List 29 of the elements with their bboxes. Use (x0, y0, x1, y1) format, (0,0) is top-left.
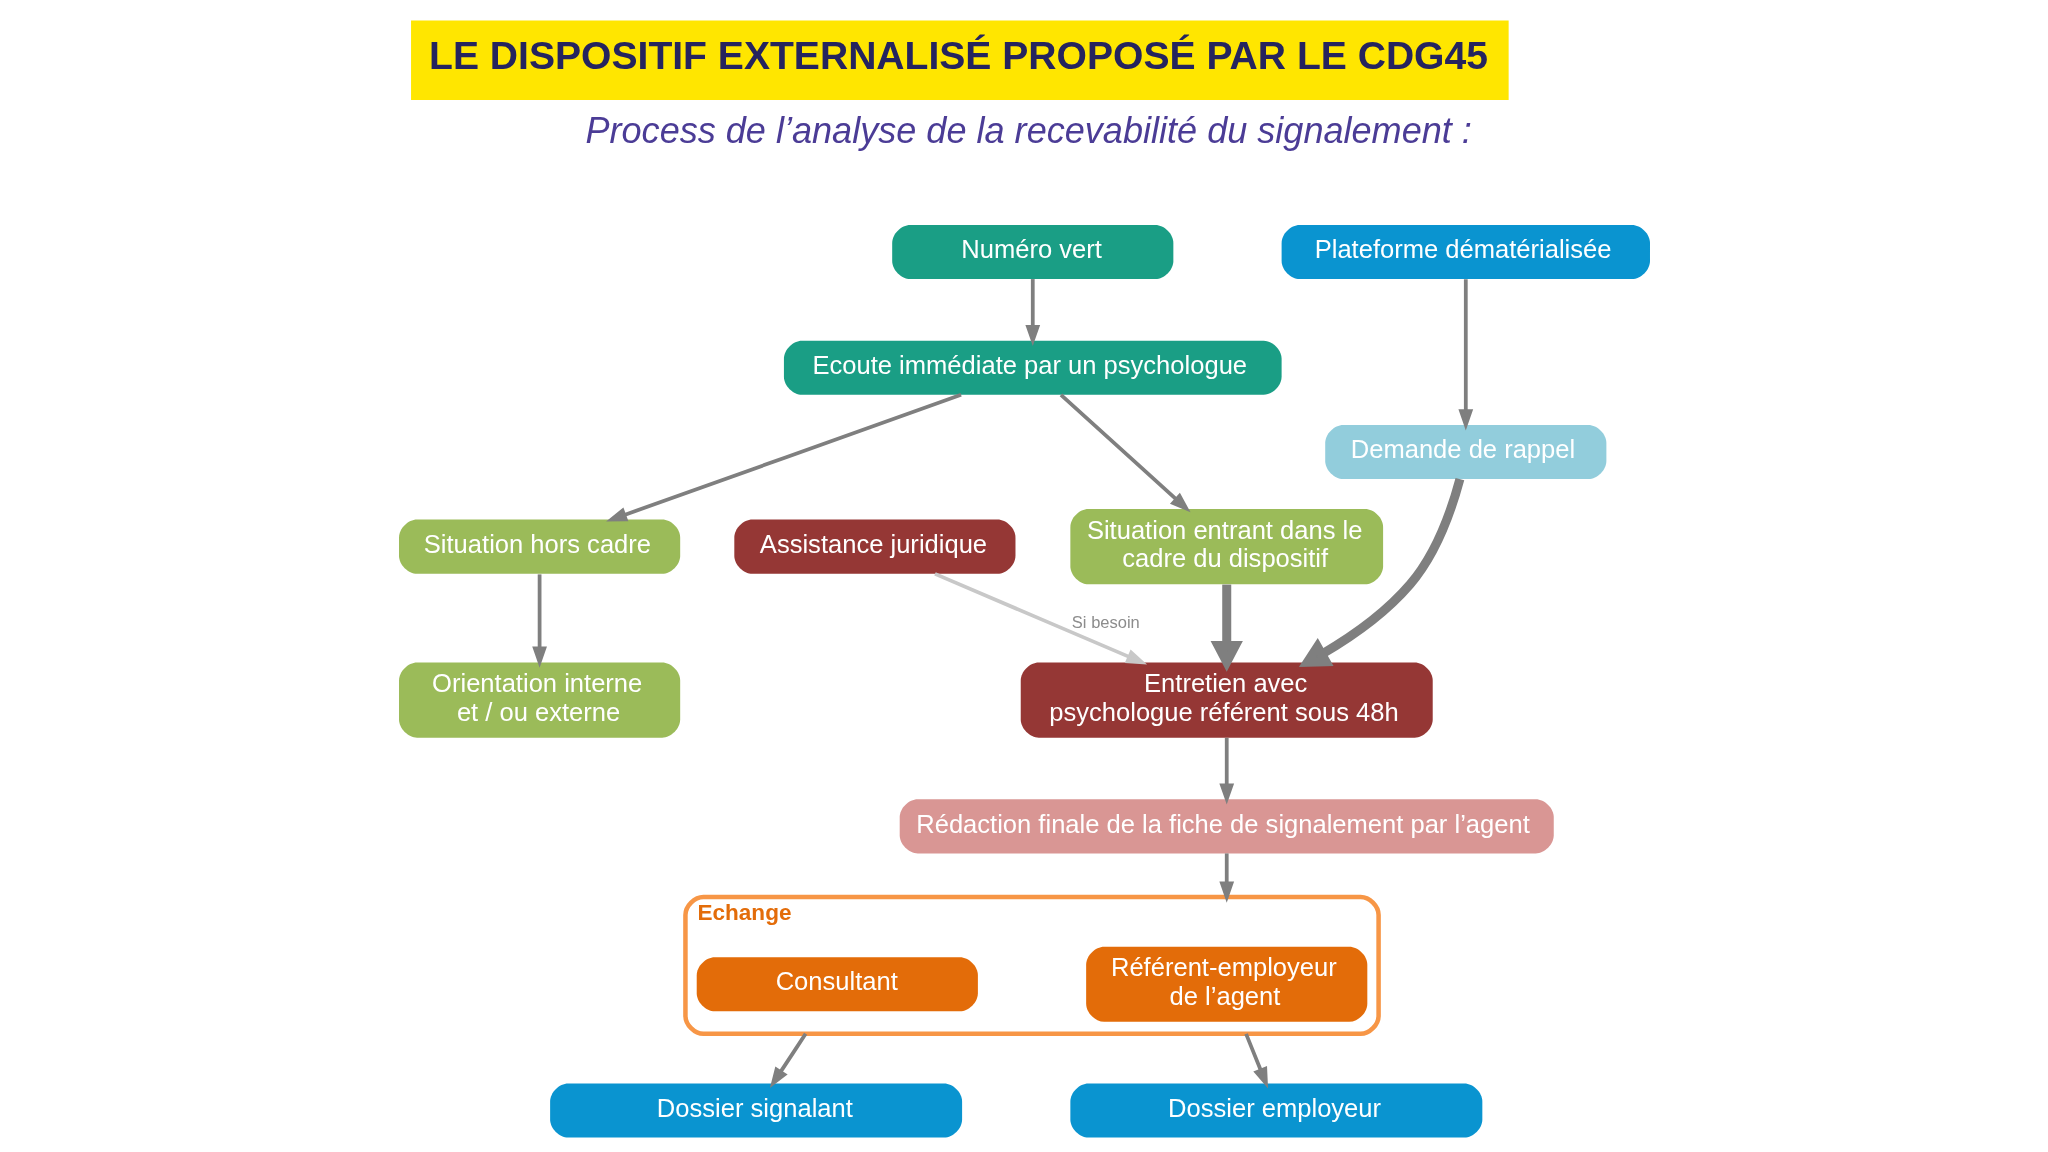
arrow (769, 1032, 807, 1089)
node-box: Assistance juridique (733, 519, 1015, 574)
node-box: Numéro vert (891, 224, 1173, 280)
arrow (605, 393, 962, 522)
edge-label: Si besoin (1071, 612, 1140, 632)
node-box: Consultant (696, 957, 978, 1012)
node-box: Entretien avec psychologue référent sous 48h (1020, 662, 1433, 738)
node-box: Dossier signalant (549, 1083, 962, 1138)
node-box: Ecoute immédiate par un psychologue (783, 340, 1282, 395)
node-box: Demande de rappel (1324, 424, 1606, 479)
arrow (1298, 477, 1464, 668)
arrow (1059, 393, 1191, 513)
node-box: Dossier employeur (1069, 1083, 1482, 1138)
arrow (1210, 584, 1243, 672)
label: Process de l’analyse de la recevabilité du signalement : (584, 109, 1472, 151)
node-box: Situation hors cadre (398, 519, 680, 574)
node-box: Situation entrant dans le cadre du dispositif (1069, 509, 1383, 585)
diagram-title: LE DISPOSITIF EXTERNALISÉ PROPOSÉ PAR LE CDG45 (428, 34, 1488, 77)
arrow (1457, 279, 1473, 431)
arrow (1243, 1033, 1268, 1089)
arrow (1218, 853, 1234, 903)
node-box: Orientation interne et / ou externe (398, 662, 680, 738)
node-box: Référent-employeur de l’agent (1085, 946, 1367, 1022)
node-box: Rédaction finale de la fiche de signalement par l’agent (899, 799, 1554, 854)
node-box: Plateforme dématérialisée (1281, 224, 1650, 280)
arrow (531, 574, 547, 668)
arrow (1024, 279, 1040, 347)
arrow (933, 572, 1147, 665)
arrow (1218, 737, 1234, 805)
